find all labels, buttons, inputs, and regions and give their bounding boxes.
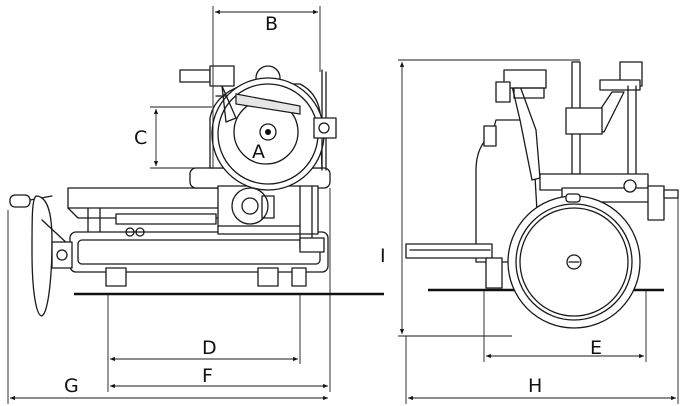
label-b: B [265,13,278,35]
label-e: E [590,337,602,359]
label-g: G [64,375,79,397]
label-h: H [528,375,542,397]
label-f: F [202,365,213,387]
side-view [7,6,384,404]
label-i: I [380,245,386,267]
label-c: C [134,127,147,149]
label-d: D [202,337,217,359]
label-a: A [252,141,265,163]
front-view [398,59,679,404]
